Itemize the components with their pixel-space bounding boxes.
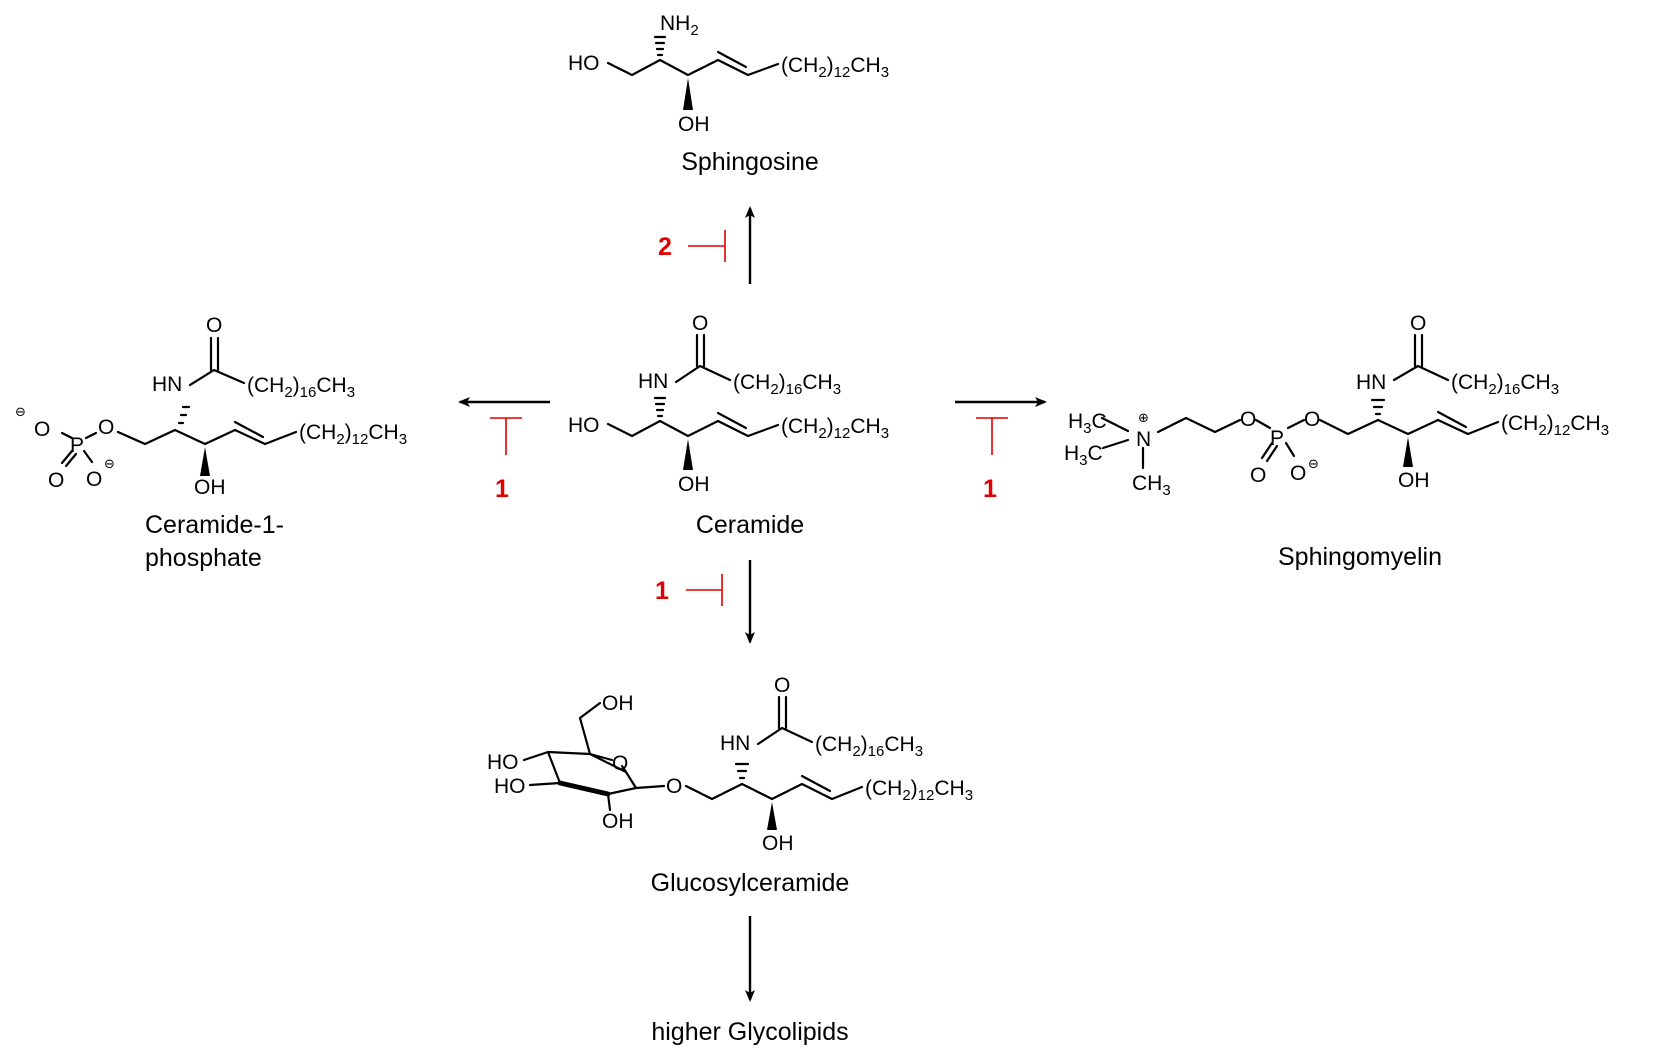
sm-n-label: N bbox=[1136, 428, 1151, 451]
glucosylceramide-name: Glucosylceramide bbox=[651, 869, 850, 897]
c1p-o2-label: O bbox=[48, 469, 64, 492]
ceramide-acyl-label: (CH2)16CH3 bbox=[733, 371, 841, 398]
ceramide-structure: HN O (CH2)16CH3 HO OH (CH2)12CH3 bbox=[568, 312, 889, 496]
sphingosine-name: Sphingosine bbox=[681, 148, 819, 176]
glc-hn-label: HN bbox=[720, 732, 750, 755]
sm-acyl-label: (CH2)16CH3 bbox=[1451, 371, 1559, 398]
sphingosine-nh2-label: NH2 bbox=[660, 12, 699, 39]
ceramide-ho-label: HO bbox=[568, 414, 600, 437]
ceramide-hn-label: HN bbox=[638, 370, 668, 393]
sm-h3c-1-label: H3C bbox=[1068, 410, 1107, 437]
c1p-hn-label: HN bbox=[152, 373, 182, 396]
sm-h3c-2-label: H3C bbox=[1064, 442, 1103, 469]
c1p-structure: HN O (CH2)16CH3 O P O O O ⊖ ⊖ OH (CH2)12… bbox=[15, 314, 407, 499]
glc-ho-1-label: HO bbox=[487, 751, 519, 774]
glc-ho-2-label: HO bbox=[494, 775, 526, 798]
sphingomyelin-structure: HN O (CH2)16CH3 OH (CH2)12CH3 H3C H3C N … bbox=[1064, 312, 1609, 499]
glc-sph-oh-label: OH bbox=[762, 832, 794, 855]
glucosylceramide-structure: O OH HO HO OH O HN O (CH2)16CH3 OH (CH2)… bbox=[487, 674, 973, 855]
glc-tail-label: (CH2)12CH3 bbox=[865, 777, 973, 804]
glc-oh-label: OH bbox=[602, 810, 634, 833]
glc-acyl-label: (CH2)16CH3 bbox=[815, 733, 923, 760]
sm-o-minus: O bbox=[1290, 462, 1306, 485]
c1p-minus-1: ⊖ bbox=[15, 404, 26, 419]
inhibitor-label-1-c1p: 1 bbox=[495, 475, 509, 503]
sm-o-ether-1: O bbox=[1240, 408, 1256, 431]
sm-o-ether-2: O bbox=[1304, 408, 1320, 431]
ceramide-tail-label: (CH2)12CH3 bbox=[781, 415, 889, 442]
c1p-ester-o-label: O bbox=[98, 416, 114, 439]
sm-tail-label: (CH2)12CH3 bbox=[1501, 412, 1609, 439]
glc-o-label: O bbox=[774, 674, 790, 697]
glc-glycosidic-o-label: O bbox=[666, 775, 682, 798]
higher-glycolipids-name: higher Glycolipids bbox=[651, 1018, 848, 1046]
sm-o-double: O bbox=[1250, 464, 1266, 487]
inhibitor-to-sphingosine: 2 bbox=[658, 230, 726, 262]
c1p-name-line2: phosphate bbox=[145, 544, 262, 572]
c1p-acyl-label: (CH2)16CH3 bbox=[247, 374, 355, 401]
c1p-oh-label: OH bbox=[194, 476, 226, 499]
sm-ch3-label: CH3 bbox=[1132, 472, 1171, 499]
sphingosine-ho-label: HO bbox=[568, 52, 600, 75]
ceramide-oh-label: OH bbox=[678, 473, 710, 496]
c1p-o-label: O bbox=[206, 314, 222, 337]
sm-o-label: O bbox=[1410, 312, 1426, 335]
c1p-minus-2: ⊖ bbox=[104, 456, 115, 471]
sm-p-label: P bbox=[1270, 427, 1284, 450]
sm-hn-label: HN bbox=[1356, 371, 1386, 394]
sphingomyelin-name: Sphingomyelin bbox=[1278, 543, 1442, 571]
sm-plus: ⊕ bbox=[1138, 410, 1149, 425]
sphingosine-tail-label: (CH2)12CH3 bbox=[781, 54, 889, 81]
sm-oh-label: OH bbox=[1398, 469, 1430, 492]
c1p-tail-label: (CH2)12CH3 bbox=[299, 421, 407, 448]
sphingosine-structure: HO NH2 OH (CH2)12CH3 bbox=[568, 12, 889, 136]
inhibitor-to-c1p: 1 bbox=[490, 417, 522, 503]
c1p-name-line1: Ceramide-1- bbox=[145, 511, 284, 539]
c1p-o1-label: O bbox=[34, 418, 50, 441]
c1p-o3-label: O bbox=[86, 468, 102, 491]
inhibitor-label-2: 2 bbox=[658, 233, 672, 261]
glc-ring-o-label: O bbox=[612, 752, 628, 775]
ceramide-name: Ceramide bbox=[696, 511, 804, 539]
glc-ch2oh-label: OH bbox=[602, 692, 634, 715]
inhibitor-to-glucosylceramide: 1 bbox=[655, 574, 723, 606]
sphingosine-oh-label: OH bbox=[678, 113, 710, 136]
inhibitor-to-sphingomyelin: 1 bbox=[976, 417, 1008, 503]
inhibitor-label-1-glc: 1 bbox=[655, 577, 669, 605]
sm-minus: ⊖ bbox=[1308, 456, 1319, 471]
c1p-p-label: P bbox=[70, 434, 84, 457]
ceramide-o-label: O bbox=[692, 312, 708, 335]
inhibitor-label-1-sm: 1 bbox=[983, 475, 997, 503]
